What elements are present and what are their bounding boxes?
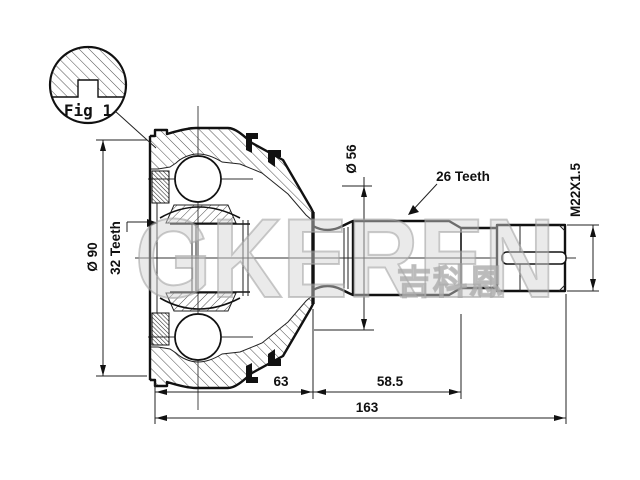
dim-inner-spline: 32 Teeth [108,219,158,275]
fig1-leader-line [114,110,157,149]
fig1-detail: Fig 1 [48,45,157,149]
arrowhead [361,186,367,197]
arrowhead [315,389,326,395]
ball-bearing-top [174,155,222,203]
dim-boot-diameter: Ø 56 [314,144,374,331]
boot-ridge-bottom-2 [268,349,281,366]
dim-outer-diameter: Ø 90 [85,139,147,377]
dim-boot-diameter-label: Ø 56 [344,144,359,174]
dim-inner-spline-label: 32 Teeth [108,221,123,275]
arrowhead [590,279,596,290]
watermark-latin-text: GKEREN [135,196,555,321]
dim-shaft-spline: 26 Teeth [408,169,490,215]
dimensions: Ø 90 32 Teeth Ø 56 26 Teeth [85,139,599,424]
arrowhead [301,389,312,395]
dim-thread: M22X1.5 [567,162,599,292]
arrowhead [100,365,106,376]
arrowhead [554,415,565,421]
dim-bell-length-label: 63 [273,374,289,389]
ball-bearing-bottom [174,313,222,361]
dim-shaft-spline-label: 26 Teeth [436,169,490,184]
dim-outer-diameter-label: Ø 90 [85,242,100,271]
arrowhead [361,319,367,330]
inner-race-sphere-top [159,206,241,219]
arrowhead [147,219,158,227]
dim-thread-label: M22X1.5 [568,162,583,217]
arrowhead [100,140,106,151]
thread-corner-chamfer-top [558,224,566,232]
dim-total-length-label: 163 [356,400,379,415]
fig1-spline-profile-hatch [49,46,127,98]
stub-shaft [312,219,567,297]
arrowhead [156,415,167,421]
fig1-caption: Fig 1 [64,101,112,120]
watermark-cjk-text: 吉科恩 [397,263,505,303]
dim-total-length: 163 [155,400,566,421]
inner-spline-band-top [151,170,170,204]
arrowhead [590,226,596,237]
inner-race-sphere-bottom [159,297,241,310]
thread-center-slot [501,251,567,265]
watermark: GKEREN 吉科恩 [134,195,556,322]
arrowhead [408,205,419,215]
dim-shaft-length: 58.5 [313,374,461,395]
boot-ridge-bottom-1 [246,363,258,383]
bell-housing-section [148,126,315,390]
boot-ridge-top-2 [268,150,281,167]
thread-corner-chamfer-bottom [558,284,566,292]
arrowhead [156,389,167,395]
dim-shaft-length-label: 58.5 [377,374,404,389]
inner-spline-band-bottom [151,312,170,346]
dim-bell-length: 63 [155,374,313,395]
arrowhead [449,389,460,395]
boot-ridge-top-1 [246,133,258,153]
